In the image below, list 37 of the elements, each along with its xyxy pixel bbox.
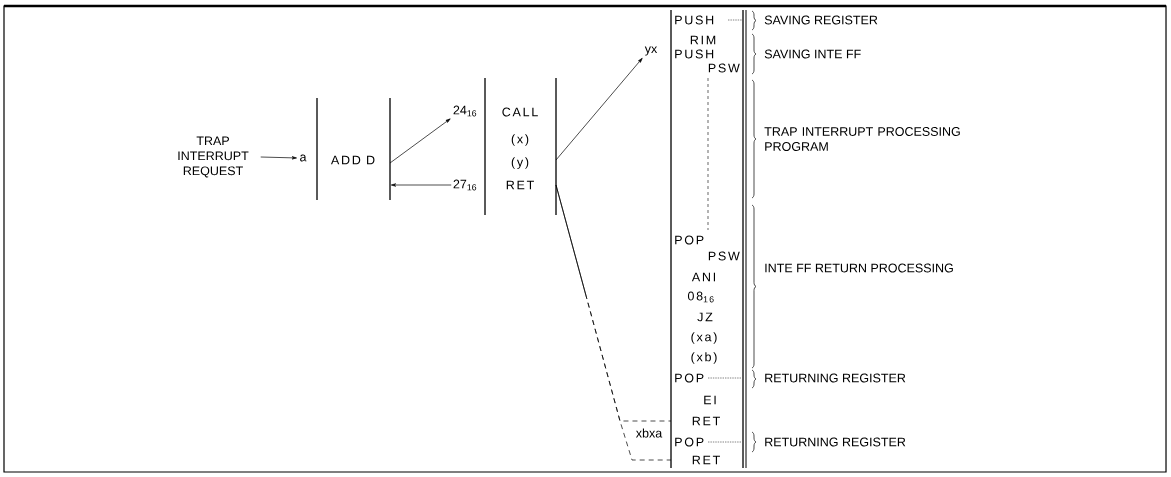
instruction-text: (x) — [511, 134, 529, 146]
instruction-text: ANI — [691, 272, 715, 282]
address-label: a — [300, 154, 307, 162]
instruction-text: PSW — [708, 63, 740, 73]
instruction-text: 08$_{16}$ — [687, 291, 714, 303]
instruction-text: POP — [675, 235, 704, 245]
instruction-text: (xa) — [691, 332, 717, 344]
instruction-text: PUSH — [675, 15, 714, 25]
instruction-text: (y) — [511, 157, 529, 169]
address-label: 27$_{16}$ — [453, 179, 477, 191]
instruction-text: EI — [704, 395, 716, 405]
instruction-text: PSW — [708, 251, 740, 261]
instruction-text: RET — [692, 416, 720, 426]
arrow — [390, 183, 452, 187]
request-text: TRAP INTERRUPT REQUEST — [178, 136, 249, 178]
arrow — [389, 118, 451, 164]
instruction-text: CALL — [502, 107, 538, 117]
instruction-text: POP — [675, 373, 704, 383]
annotation-text: RETURNING REGISTER — [765, 373, 906, 383]
address-label: 24$_{16}$ — [453, 105, 477, 117]
instruction-text: PUSH — [675, 49, 714, 59]
annotation-text: RETURNING REGISTER — [765, 437, 906, 447]
instruction-text: ADD D — [330, 155, 375, 165]
arrow — [260, 156, 297, 160]
annotation-text: SAVING INTE FF — [764, 49, 861, 59]
instruction-text: RET — [692, 455, 720, 465]
address-label: xbxa — [635, 428, 663, 438]
instruction-text: POP — [675, 437, 704, 447]
annotation-text: INTE FF RETURN PROCESSING — [765, 263, 953, 273]
annotation-text: SAVING REGISTER — [764, 15, 878, 25]
instruction-text: RET — [506, 180, 534, 190]
instruction-text: RIM — [690, 35, 716, 45]
address-label: yx — [644, 46, 658, 56]
arrow — [555, 57, 643, 161]
annotation-text: TRAP INTERRUPT PROCESSING PROGRAM — [764, 127, 960, 151]
instruction-text: JZ — [697, 312, 713, 322]
instruction-text: (xb) — [691, 352, 717, 364]
